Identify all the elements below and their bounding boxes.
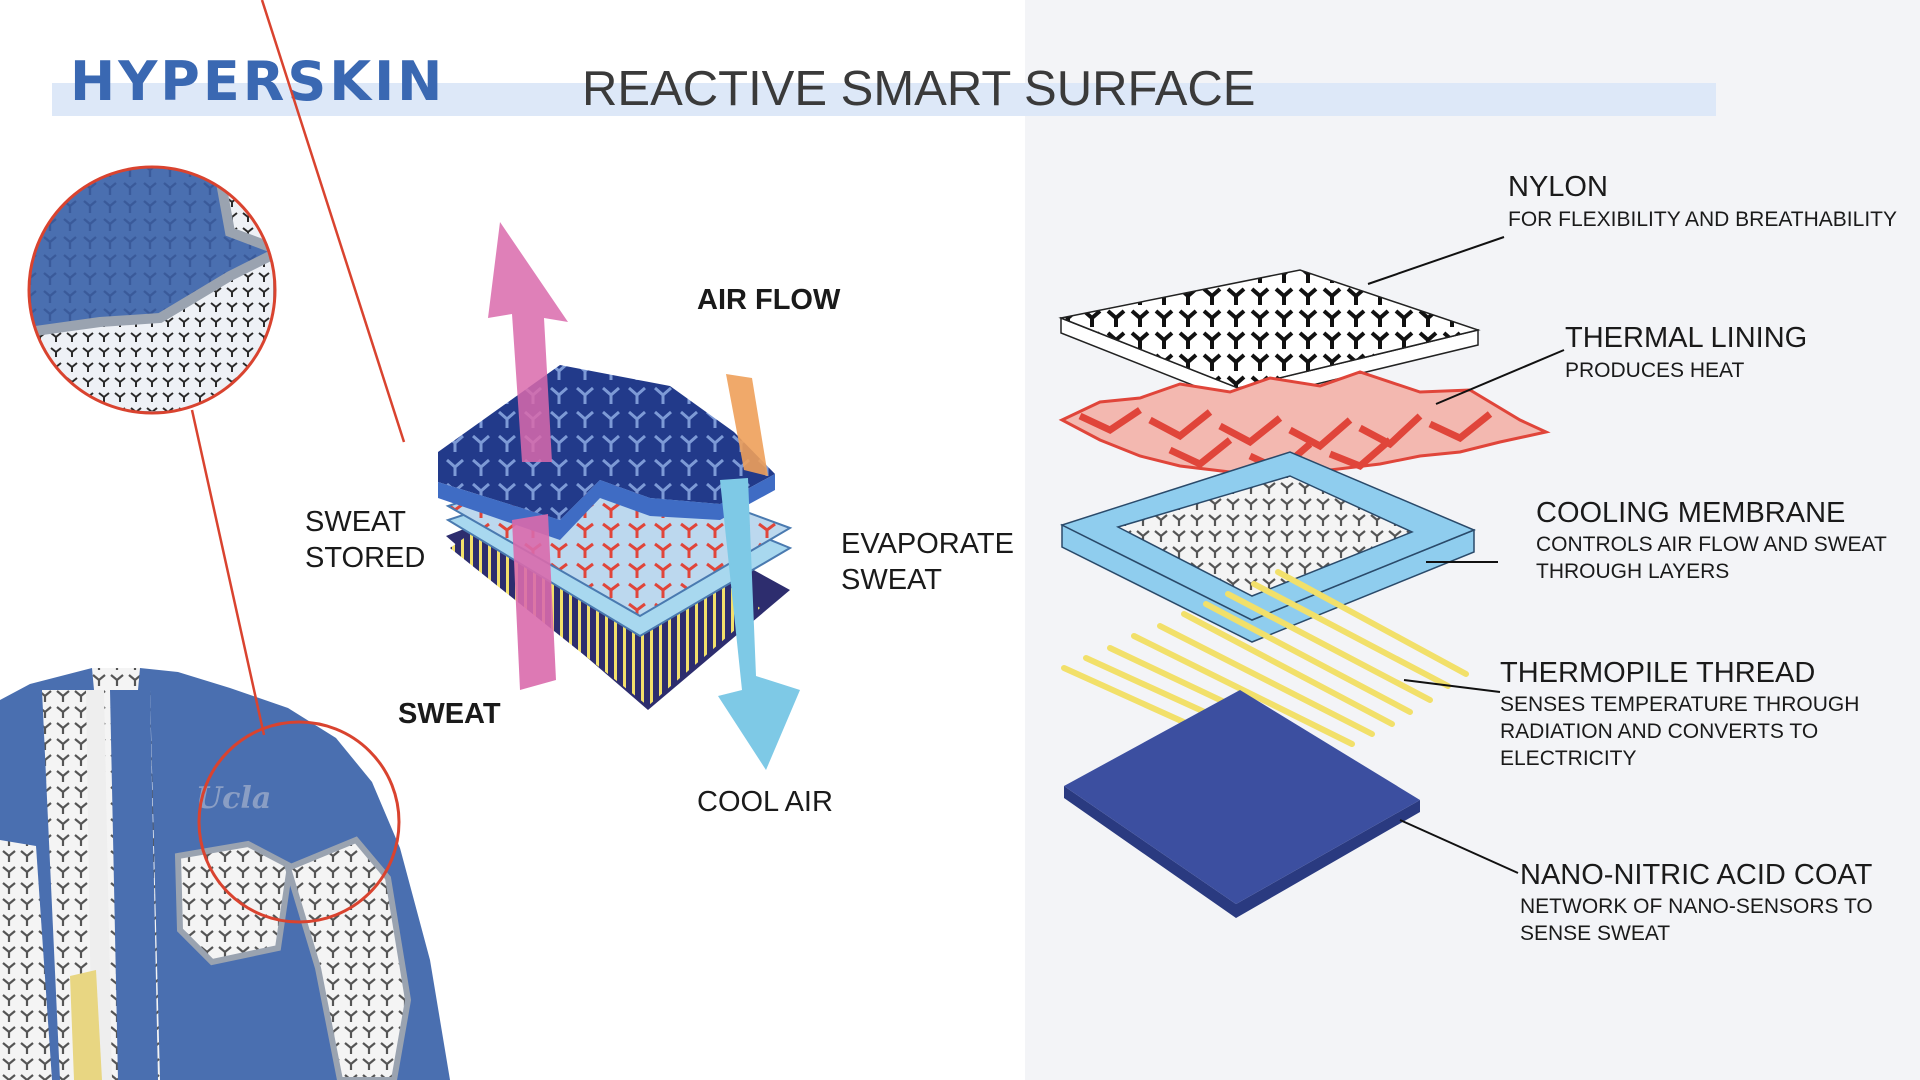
cooling-membrane-description-line1: CONTROLS AIR FLOW AND SWEAT (1536, 533, 1887, 556)
zoom-light-panel (29, 243, 275, 413)
page-subtitle: REACTIVE SMART SURFACE (582, 62, 1256, 116)
thermal-lining-title: THERMAL LINING (1565, 322, 1808, 354)
nano-coat-description-line2: SENSE SWEAT (1520, 922, 1671, 945)
shoulder-highlight-circle (197, 720, 401, 924)
leader-nylon (1367, 236, 1505, 285)
stack-nylon-side (438, 452, 775, 540)
nylon-layer-top (1058, 269, 1481, 389)
jacket-illustration: Ucla (0, 668, 450, 1080)
thermopile-thread-description-line2: RADIATION AND CONVERTS TO (1500, 720, 1819, 743)
pink-sweat-arrow-up (488, 222, 568, 462)
evaporate-sweat-label-line1: EVAPORATE (841, 528, 1014, 560)
page-title: HYPERSKIN (70, 50, 446, 113)
orange-airflow-panel (726, 374, 768, 476)
evaporate-sweat-label-line2: SWEAT (841, 564, 942, 596)
air-flow-label: AIR FLOW (697, 284, 841, 316)
nano-coat-title: NANO-NITRIC ACID COAT (1520, 859, 1873, 891)
jacket-logo: Ucla (196, 781, 271, 816)
nano-coat-description-line1: NETWORK OF NANO-SENSORS TO (1520, 895, 1873, 918)
nano-coat-top (1064, 690, 1420, 904)
jacket-shoulder-panel (174, 840, 294, 966)
leader-thermal (1435, 349, 1565, 405)
title-highlight-band (52, 83, 1716, 116)
jacket-side-stripe (110, 690, 158, 1080)
thermal-lining-description: PRODUCES HEAT (1565, 359, 1745, 382)
leader-coat (1399, 819, 1519, 874)
jacket-sleeve-panel (284, 836, 412, 1080)
center-layer-stack (438, 222, 800, 770)
jacket-back-panel (0, 840, 52, 1080)
nylon-description: FOR FLEXIBILITY AND BREATHABILITY (1508, 208, 1897, 231)
exploded-layers (1058, 269, 1551, 918)
thermal-lining-layer (1058, 370, 1551, 476)
leader-lines (1367, 236, 1565, 874)
thermopile-thread-title: THERMOPILE THREAD (1500, 657, 1816, 689)
cooling-membrane-title: COOLING MEMBRANE (1536, 497, 1846, 529)
sweat-stored-label-line2: STORED (305, 542, 426, 574)
pink-sweat-arrow-down (512, 514, 556, 690)
leader-thread (1403, 679, 1501, 693)
cooling-membrane-inner (1115, 475, 1414, 597)
nylon-title: NYLON (1508, 171, 1608, 203)
callout-line-to-diagram (260, 0, 406, 443)
cool-air-label: COOL AIR (697, 786, 833, 818)
thermopile-thread-description-line3: ELECTRICITY (1500, 747, 1637, 770)
cooling-membrane-description-line2: THROUGH LAYERS (1536, 560, 1730, 583)
nano-coat-side (1064, 786, 1420, 918)
sweat-label: SWEAT (398, 698, 501, 730)
zoom-circle (27, 165, 277, 415)
callout-line-to-shoulder (190, 409, 266, 736)
thermopile-thread-description-line1: SENSES TEMPERATURE THROUGH (1500, 693, 1860, 716)
thermopile-threads (1061, 569, 1469, 773)
jacket-yellow-pocket (70, 970, 102, 1080)
jacket-collar (92, 668, 140, 690)
sweat-stored-label-line1: SWEAT (305, 506, 406, 538)
cool-air-arrow (718, 478, 800, 770)
